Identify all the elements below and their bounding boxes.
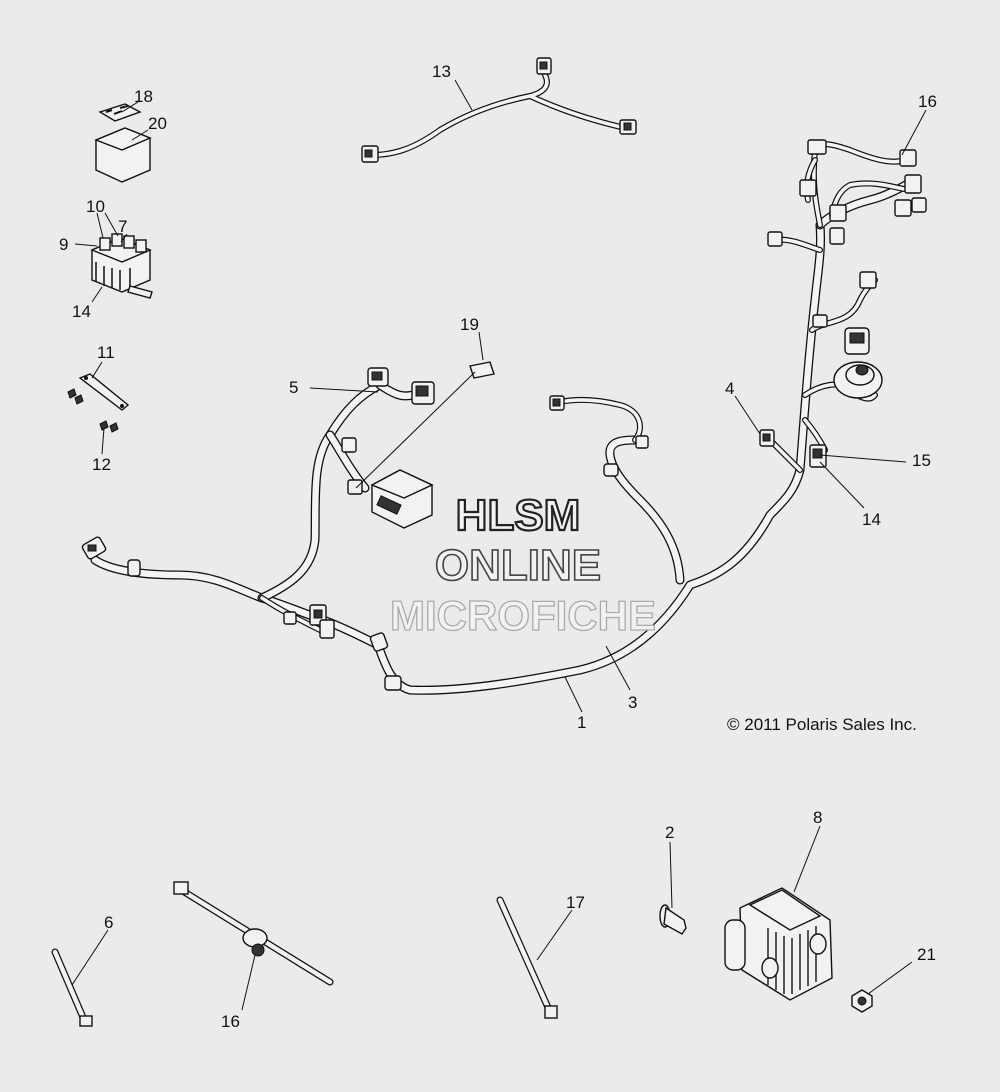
fuse-block (90, 233, 153, 299)
harness-connectors (81, 139, 927, 639)
harness-13 (361, 57, 637, 163)
callout-15: 15 (912, 451, 931, 470)
watermark-line-2: ONLINE (435, 541, 601, 590)
callout-2: 2 (665, 823, 674, 842)
watermark-line-1: HLSM (456, 491, 581, 540)
fuse-box-cover (94, 127, 152, 183)
regulator-8 (724, 887, 833, 1001)
callout-10: 10 (86, 197, 105, 216)
fuse-label (98, 103, 142, 122)
callout-3: 3 (628, 693, 637, 712)
callout-8: 8 (813, 808, 822, 827)
callout-5: 5 (289, 378, 298, 397)
callout-9: 9 (59, 235, 68, 254)
push-pin-2 (659, 904, 687, 935)
screws-12 (67, 388, 119, 433)
callout-7: 7 (118, 217, 127, 236)
copyright-text: © 2011 Polaris Sales Inc. (727, 715, 917, 734)
callout-19: 19 (460, 315, 479, 334)
callout-18: 18 (134, 87, 153, 106)
callout-14-right: 14 (862, 510, 881, 529)
watermark: HLSM ONLINE MICROFICHE (389, 490, 656, 640)
watermark-line-3: MICROFICHE (390, 592, 656, 639)
leader-lines (71, 79, 927, 1011)
ecu-module (370, 469, 434, 529)
callout-11: 11 (97, 343, 115, 362)
nut-21 (851, 989, 873, 1013)
bracket-11 (78, 373, 130, 411)
cable-tie-17 (496, 896, 558, 1019)
connector-19 (469, 361, 495, 379)
callout-16-cable-tie: 16 (221, 1012, 240, 1031)
cable-tie-16 (173, 881, 334, 986)
callout-1: 1 (577, 713, 586, 732)
callout-14-fuse-block: 14 (72, 302, 91, 321)
callout-16-harness: 16 (918, 92, 937, 111)
callout-6: 6 (104, 913, 113, 932)
callout-17: 17 (566, 893, 585, 912)
callout-4: 4 (725, 379, 734, 398)
cable-tie-6 (51, 948, 93, 1027)
callout-12: 12 (92, 455, 111, 474)
callout-13: 13 (432, 62, 451, 81)
callouts: 1 2 3 4 5 6 7 8 9 10 11 12 13 14 14 15 1… (59, 62, 937, 1031)
callout-21: 21 (917, 945, 936, 964)
callout-20: 20 (148, 114, 167, 133)
harness-boot (833, 361, 883, 399)
